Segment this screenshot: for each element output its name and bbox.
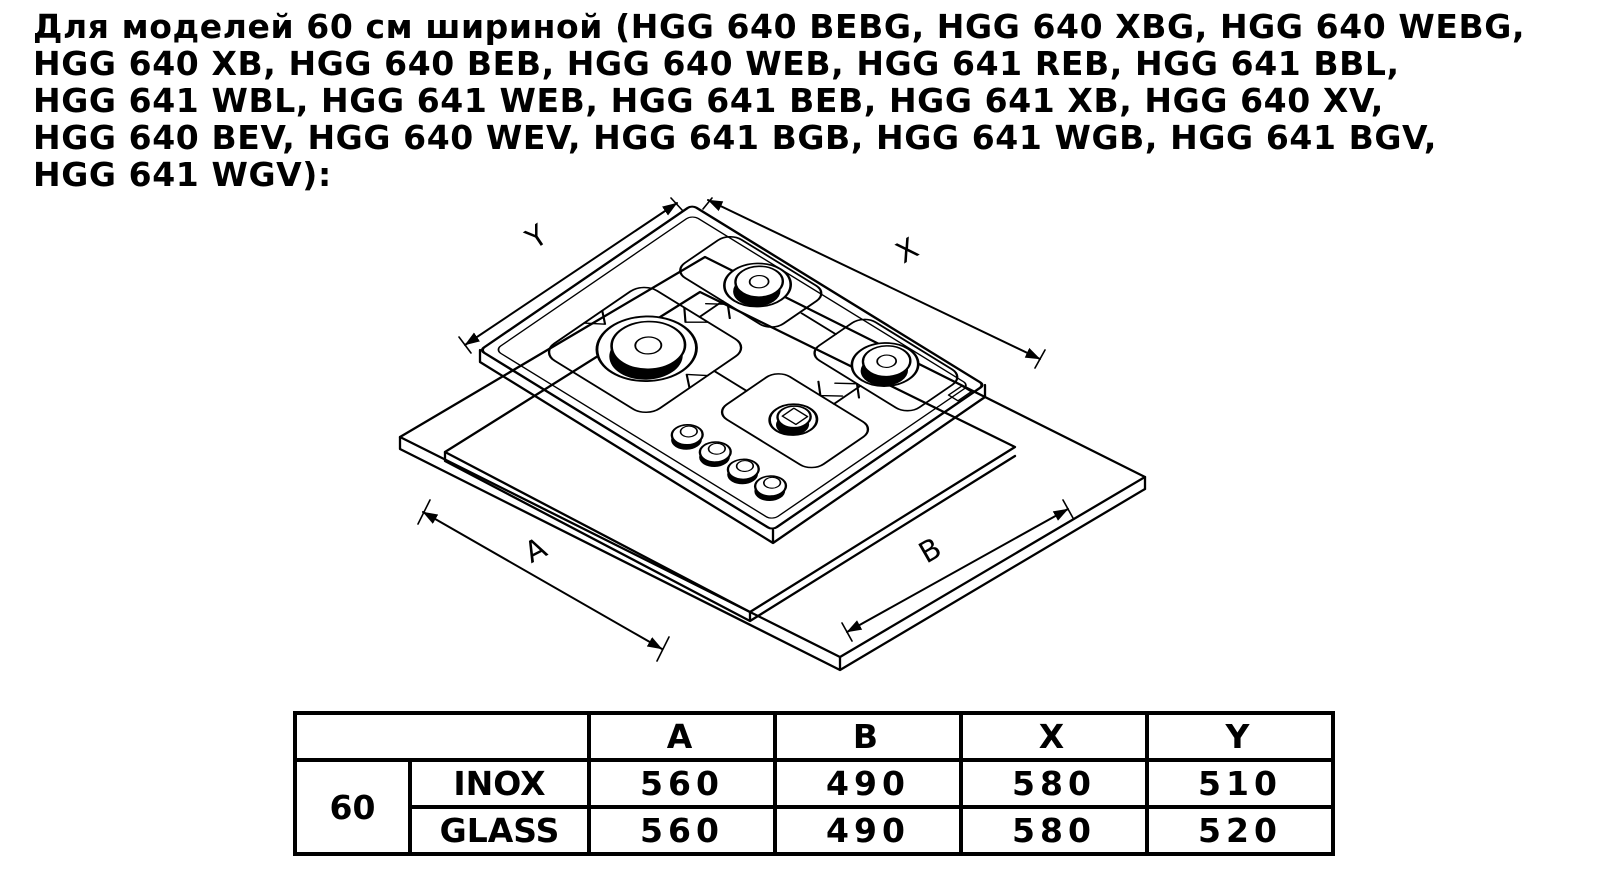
control-knob-1: [670, 424, 704, 450]
hob-side-faces: [478, 348, 987, 545]
hob-dimensions: [458, 197, 1046, 369]
table-header-row: A B X Y: [293, 711, 1335, 762]
pan-support-bars: [698, 300, 862, 405]
size-cell: 60: [293, 758, 412, 856]
control-knob-4: [753, 475, 788, 501]
dim-witness-y: [458, 197, 684, 354]
dim-line-a: [422, 511, 663, 650]
col-header-x: X: [959, 711, 1149, 762]
control-knob-3: [726, 458, 760, 485]
finish-cell-inox: INOX: [408, 758, 591, 809]
installation-diagram: Y X A B: [398, 197, 1147, 672]
cutout-dimensions: [417, 499, 1074, 662]
heading-line-4: HGG 640 BEV, HGG 640 WEV, HGG 641 BGB, H…: [33, 118, 1438, 157]
control-knobs: [670, 424, 788, 501]
col-header-y: Y: [1145, 711, 1335, 762]
dim-label-a: A: [519, 530, 552, 569]
inox-a: 560: [587, 758, 777, 809]
burner-front: [768, 403, 819, 436]
dim-line-x: [707, 199, 1041, 360]
dim-label-y: Y: [519, 218, 554, 257]
dim-line-y: [464, 202, 678, 346]
dim-witness-b: [841, 499, 1074, 642]
dim-label-x: X: [890, 231, 924, 270]
col-header-b: B: [773, 711, 963, 762]
dimensions-table: A B X Y 60 INOX 560 490 580 510 GLASS 56…: [293, 711, 1335, 856]
heading-line-5: HGG 641 WGV):: [33, 155, 332, 194]
glass-b: 490: [773, 805, 963, 856]
table-row-glass: GLASS 560 490 580 520: [295, 805, 1335, 856]
burner-back: [723, 262, 792, 308]
glass-y: 520: [1145, 805, 1335, 856]
inox-b: 490: [773, 758, 963, 809]
model-list-heading: Для моделей 60 см шириной (HGG 640 BEBG,…: [33, 8, 1525, 193]
heading-line-3: HGG 641 WBL, HGG 641 WEB, HGG 641 BEB, H…: [33, 81, 1384, 120]
dim-witness-a: [417, 499, 670, 662]
control-knob-2: [698, 441, 732, 468]
burner-large: [595, 315, 698, 383]
dim-witness-x: [702, 197, 1046, 369]
countertop-thickness-edge: [398, 435, 1147, 672]
countertop: [398, 255, 1147, 672]
glass-x: 580: [959, 805, 1149, 856]
dim-line-b: [846, 508, 1069, 633]
table-row-inox: 60 INOX 560 490 580 510: [293, 758, 1335, 856]
col-header-a: A: [587, 711, 777, 762]
dim-label-b: B: [913, 531, 947, 570]
table-corner-cell: [293, 711, 591, 762]
finish-cell-glass: GLASS: [408, 805, 591, 856]
inox-x: 580: [959, 758, 1149, 809]
inox-y: 510: [1145, 758, 1335, 809]
heading-line-1: Для моделей 60 см шириной (HGG 640 BEBG,…: [33, 7, 1526, 46]
heading-line-2: HGG 640 XB, HGG 640 BEB, HGG 640 WEB, HG…: [33, 44, 1400, 83]
glass-a: 560: [587, 805, 777, 856]
mounting-clip: [947, 385, 973, 402]
